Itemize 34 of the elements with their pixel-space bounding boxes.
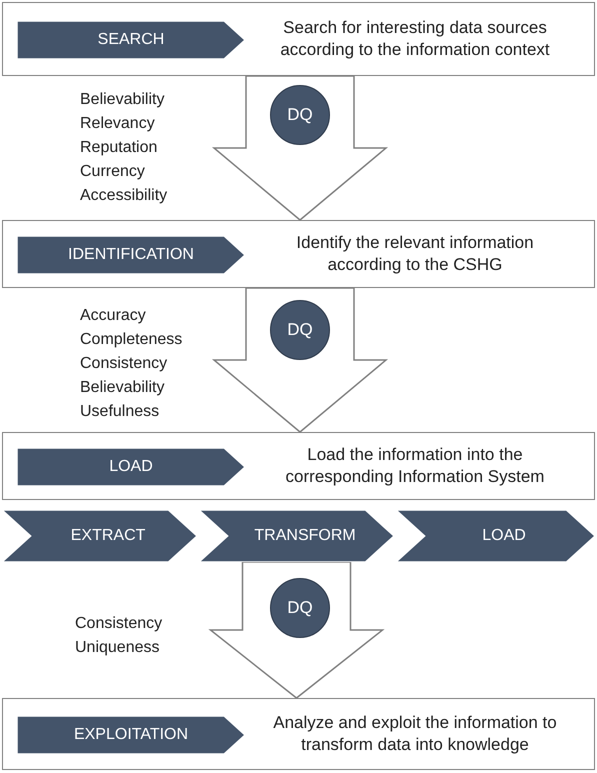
- step-name: TRANSFORM: [253, 527, 357, 545]
- step-tag: [17, 716, 245, 754]
- step-description: Analyze and exploit the information to transform data into knowledge: [272, 712, 558, 756]
- quality-dimension: Reputation: [80, 138, 158, 158]
- step-tag: [17, 448, 245, 486]
- step-name: LOAD: [481, 527, 527, 545]
- step-description: Search for interesting data sources according to the information context: [279, 17, 551, 61]
- quality-dimension: Consistency: [80, 354, 168, 374]
- step-name: EXTRACT: [70, 527, 146, 545]
- step-band: [2, 432, 595, 500]
- process-step: [199, 510, 394, 562]
- quality-dimension: Relevancy: [80, 114, 155, 134]
- quality-dimension: Believability: [80, 90, 164, 110]
- step-name: SEARCH: [96, 31, 166, 49]
- step-description: Load the information into the corresponding Information System: [284, 444, 546, 488]
- quality-dimension: Accessibility: [80, 186, 168, 206]
- step-tag: [17, 21, 245, 59]
- process-step: [396, 510, 595, 562]
- step-band: [2, 698, 595, 770]
- quality-dimension: Uniqueness: [75, 638, 160, 658]
- quality-dimension: Believability: [80, 378, 164, 398]
- quality-dimension: Consistency: [75, 614, 162, 634]
- process-step: [2, 510, 197, 562]
- step-name: LOAD: [108, 458, 154, 476]
- step-band: [2, 220, 595, 288]
- quality-dimension: Currency: [80, 162, 145, 182]
- quality-dimension: Completeness: [80, 330, 182, 350]
- step-band: [2, 2, 595, 76]
- step-name: IDENTIFICATION: [67, 246, 195, 264]
- quality-dimension: Usefulness: [80, 402, 160, 422]
- step-name: EXPLOITATION: [72, 726, 190, 744]
- step-tag: [17, 236, 245, 274]
- step-description: Identify the relevant information according to the CSHG: [295, 232, 535, 276]
- quality-dimension: Accuracy: [80, 306, 146, 326]
